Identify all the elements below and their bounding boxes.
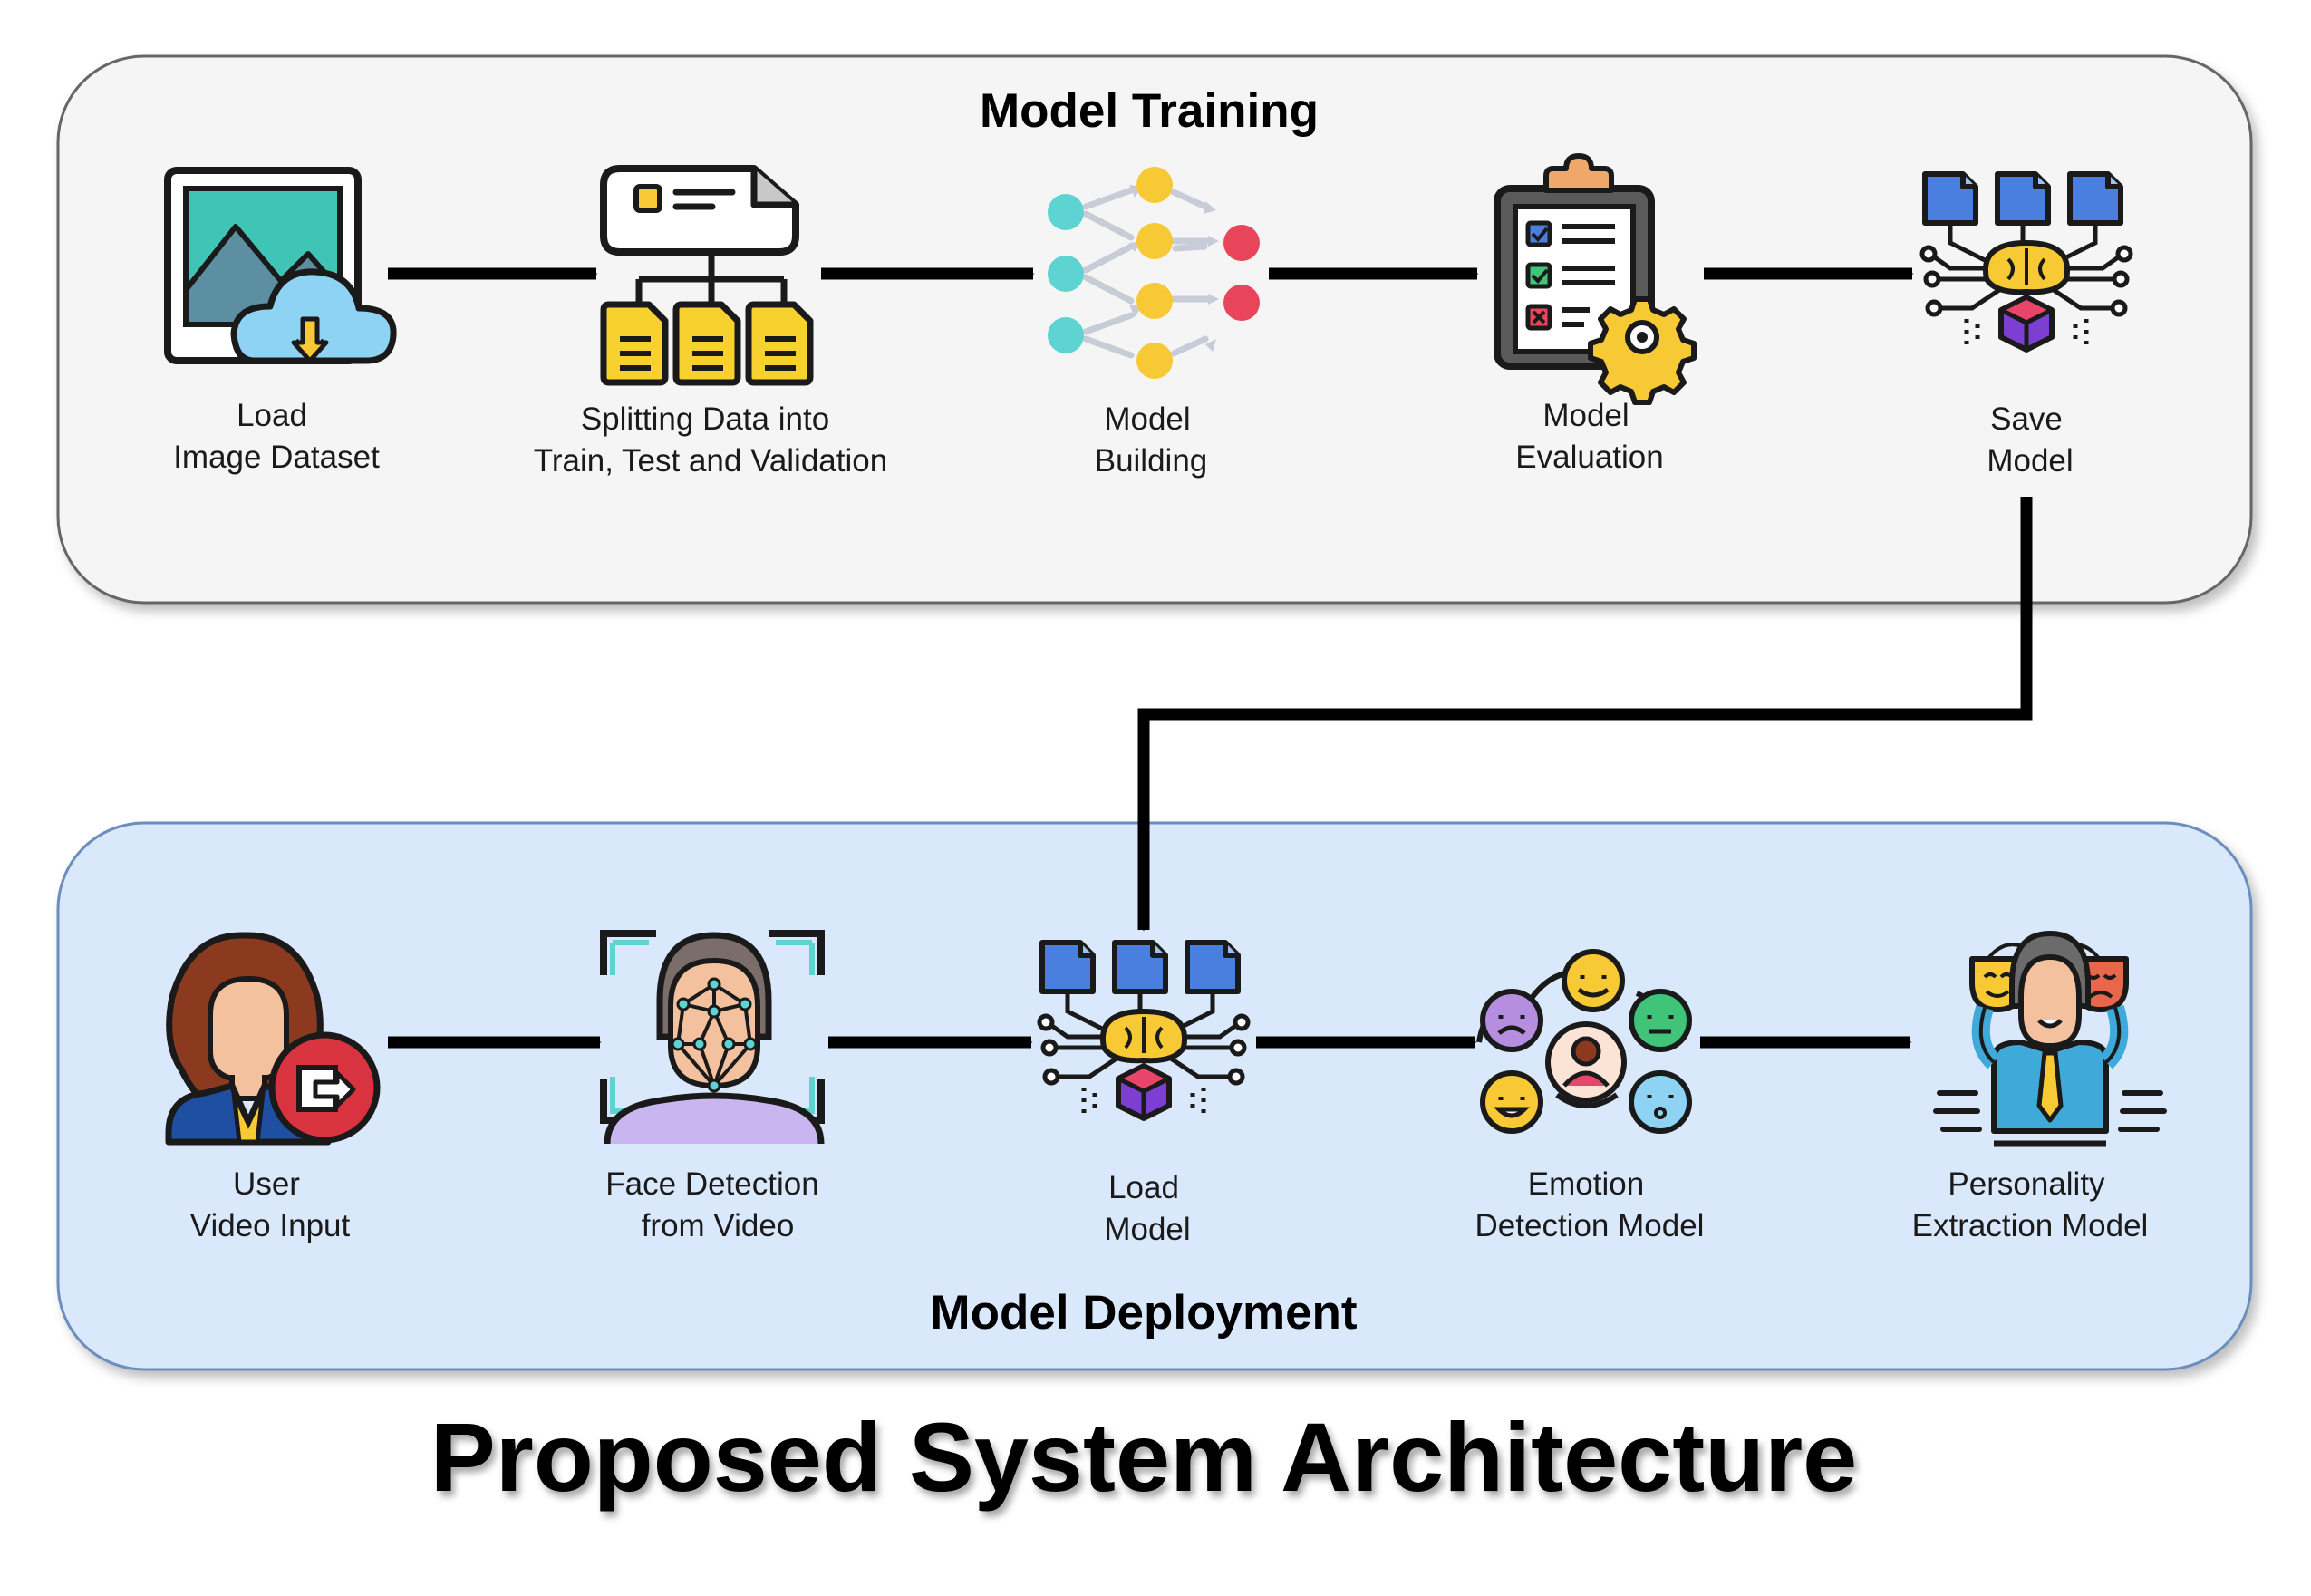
face-detection-icon — [600, 930, 825, 1145]
personality-masks-icon — [1933, 930, 2167, 1147]
step-label: from Video — [642, 1208, 795, 1243]
step-label: Splitting Data into — [581, 401, 829, 437]
training-step-labels: Load Image Dataset Splitting Data into T… — [173, 398, 2073, 479]
connector-arrows — [388, 267, 2033, 1049]
data-split-documents-icon — [600, 165, 814, 386]
step-label: Save — [1990, 401, 2063, 437]
step-label: Detection Model — [1475, 1208, 1705, 1243]
step-label: Extraction Model — [1912, 1208, 2149, 1243]
step-label: Image Dataset — [173, 440, 380, 475]
clipboard-checklist-gear-icon — [1494, 153, 1697, 405]
arrow-save-to-load-model — [1137, 497, 2033, 932]
training-panel-title: Model Training — [980, 84, 1319, 138]
deployment-panel-title: Model Deployment — [930, 1286, 1357, 1340]
user-video-input-icon — [165, 932, 381, 1146]
step-label: User — [233, 1166, 300, 1202]
step-label: Emotion — [1528, 1166, 1644, 1202]
emotion-faces-icon — [1476, 949, 1692, 1134]
step-label: Face Detection — [605, 1166, 818, 1202]
step-label: Model — [1987, 443, 2073, 479]
image-dataset-cloud-download-icon — [164, 167, 397, 364]
step-label: Building — [1095, 443, 1208, 479]
step-label: Video Input — [190, 1208, 351, 1243]
step-label: Model — [1542, 398, 1629, 433]
neural-network-icon — [1048, 167, 1260, 379]
step-label: Model — [1104, 401, 1190, 437]
step-label: Personality — [1948, 1166, 2105, 1202]
step-label: Evaluation — [1515, 440, 1663, 475]
deployment-step-labels: User Video Input Face Detection from Vid… — [190, 1166, 2149, 1247]
step-label: Train, Test and Validation — [534, 443, 887, 479]
main-title: Proposed System Architecture — [430, 1402, 1858, 1512]
step-label: Load — [1108, 1170, 1179, 1205]
step-label: Model — [1104, 1212, 1190, 1247]
step-label: Load — [237, 398, 307, 433]
